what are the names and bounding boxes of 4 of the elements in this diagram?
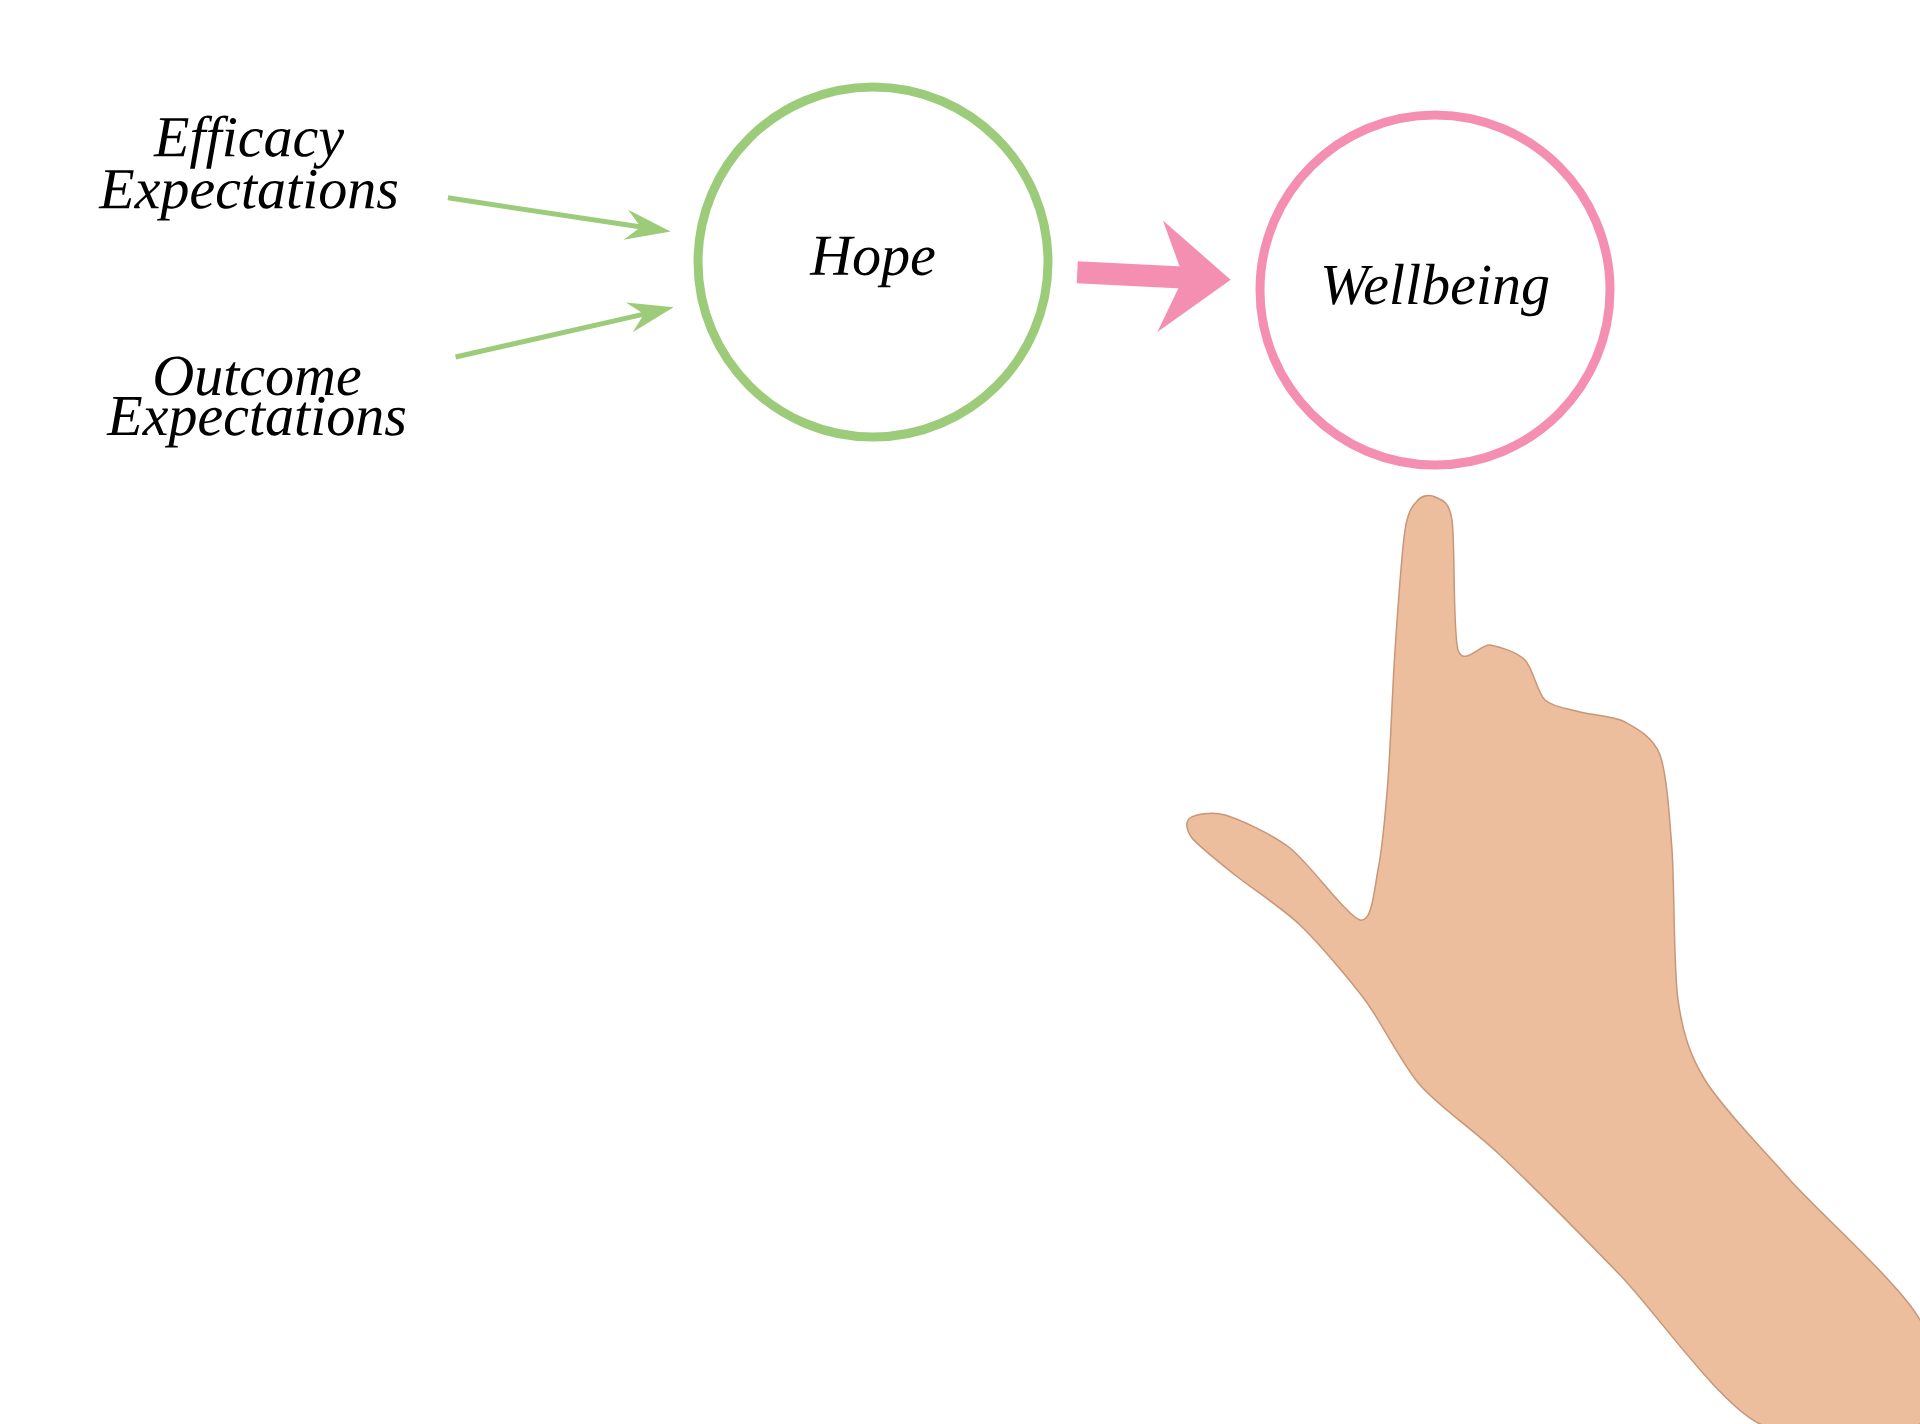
- text-label: Efficacy Expectations: [98, 115, 398, 221]
- text-label: Outcome Expectations: [106, 356, 406, 448]
- circle-node: Hope: [693, 82, 1053, 442]
- circle-node: Wellbeing: [1255, 110, 1615, 470]
